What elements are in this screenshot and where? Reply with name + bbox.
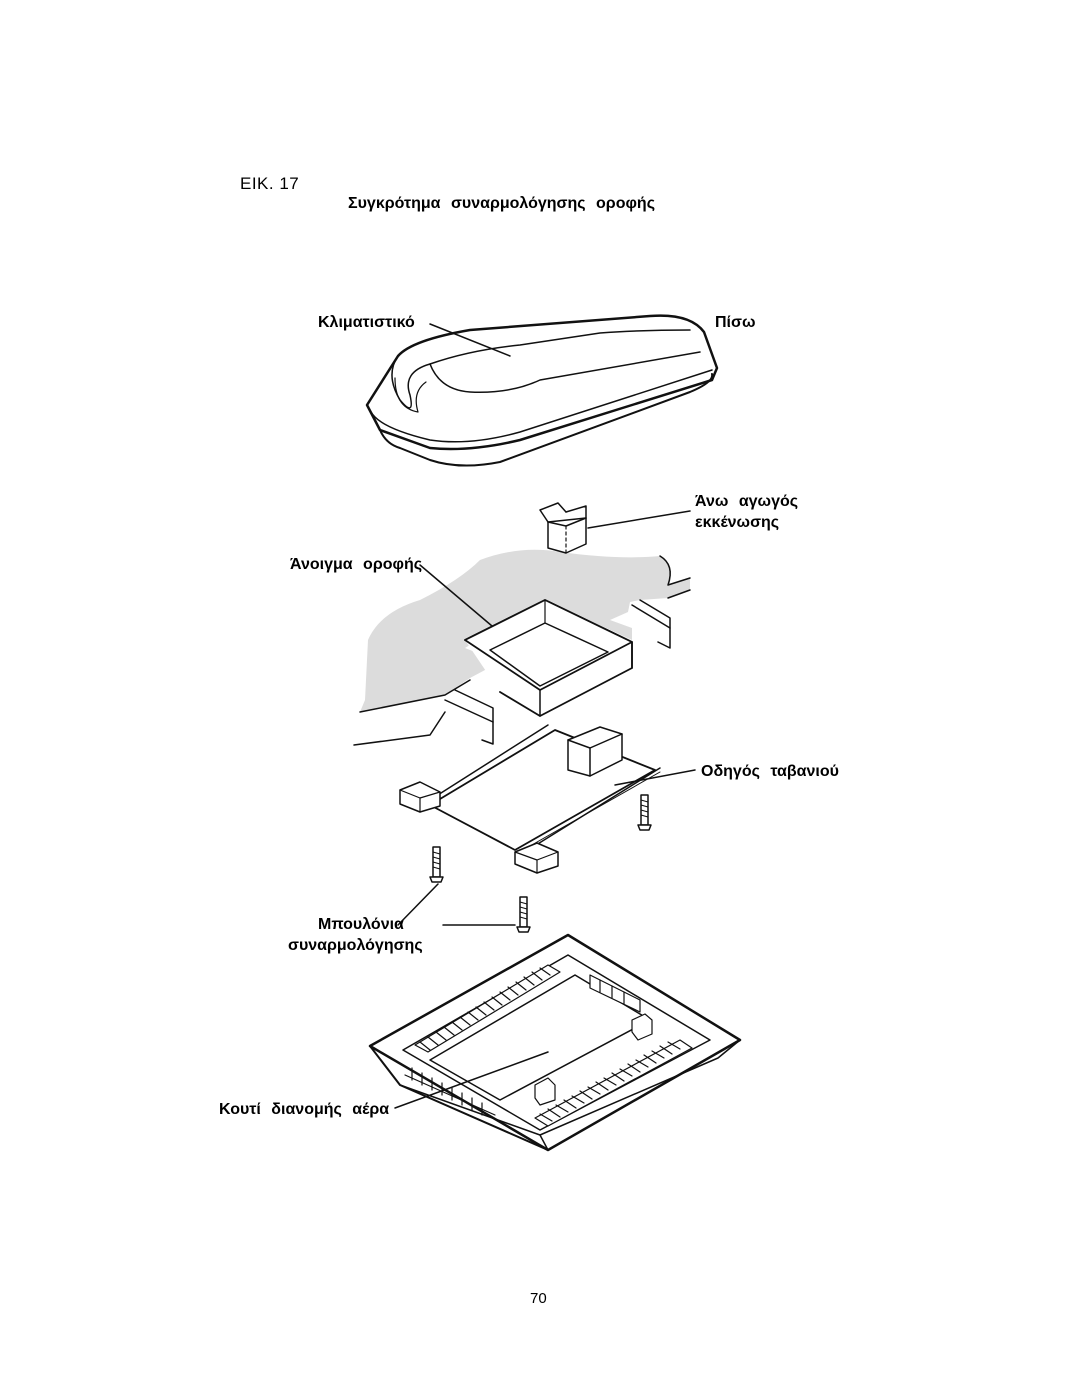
figure-number: ΕΙΚ. 17 — [240, 174, 300, 193]
label-upper-drain-duct-line2: εκκένωσης — [695, 514, 780, 531]
ceiling-guide-leader-line — [614, 769, 696, 786]
label-mounting-bolts-line2: συναρμολόγησης — [288, 937, 423, 954]
label-air-distribution-box: Κουτί διανομής αέρα — [219, 1101, 390, 1118]
roof-surface — [353, 549, 691, 746]
label-roof-opening: Άνοιγμα οροφής — [290, 556, 423, 573]
upper-drain-duct — [539, 502, 691, 554]
bolt-2 — [429, 846, 444, 883]
page-number: 70 — [530, 1290, 547, 1307]
label-ceiling-guide: Οδηγός ταβανιού — [701, 763, 839, 780]
label-rear: Πίσω — [715, 314, 756, 331]
air-box-leader-line — [394, 1051, 549, 1109]
bolts-leader-line-1 — [397, 883, 439, 926]
roof-opening-leader-line — [419, 564, 493, 627]
bolts — [397, 794, 652, 933]
figure-title: Συγκρότημα συναρμολόγησης οροφής — [348, 195, 656, 212]
air-distribution-box — [368, 933, 742, 1152]
air-conditioner-leader-line — [429, 323, 511, 357]
ceiling-guide — [399, 724, 696, 874]
label-upper-drain-duct-line1: Άνω αγωγός — [695, 493, 799, 510]
drain-duct-leader-line — [587, 510, 691, 529]
bolt-1 — [637, 794, 652, 831]
air-conditioner-unit — [365, 314, 719, 467]
label-air-conditioner: Κλιματιστικό — [318, 314, 415, 331]
bolt-3 — [516, 896, 531, 933]
label-mounting-bolts-line1: Μπουλόνια — [318, 916, 404, 933]
